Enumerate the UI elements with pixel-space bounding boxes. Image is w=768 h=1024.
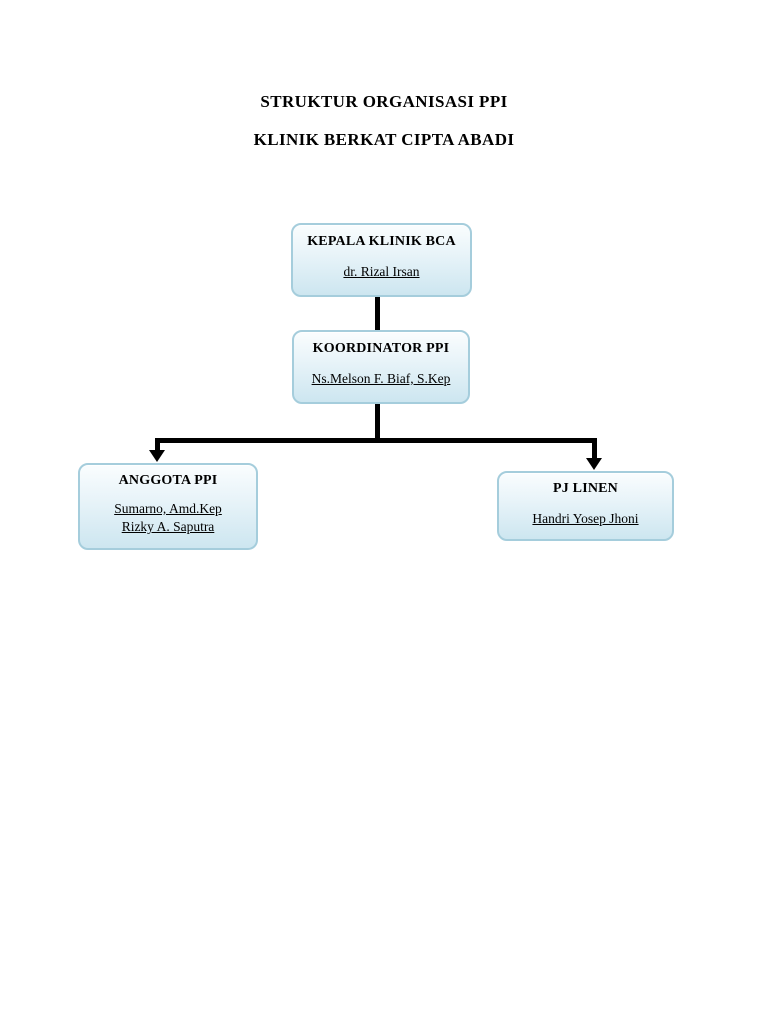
org-node-pj-linen: PJ LINEN Handri Yosep Jhoni — [497, 471, 674, 541]
page-title-line2: KLINIK BERKAT CIPTA ABADI — [253, 130, 515, 149]
org-node-title: ANGGOTA PPI — [118, 473, 218, 488]
org-node-member: dr. Rizal Irsan — [343, 264, 420, 279]
connector-drop-right — [592, 438, 597, 460]
down-arrowhead-icon — [149, 450, 165, 462]
org-node-member: Handri Yosep Jhoni — [532, 511, 639, 526]
connector-horizontal-branch — [155, 438, 597, 443]
org-node-title: KOORDINATOR PPI — [312, 341, 450, 356]
org-node-koordinator-ppi: KOORDINATOR PPI Ns.Melson F. Biaf, S.Kep — [292, 330, 470, 404]
org-node-title: PJ LINEN — [553, 481, 618, 496]
page-title-line1: STRUKTUR ORGANISASI PPI — [260, 92, 508, 111]
org-node-kepala-klinik: KEPALA KLINIK BCA dr. Rizal Irsan — [291, 223, 472, 297]
org-node-member-list: Sumarno, Amd.Kep Rizky A. Saputra — [80, 500, 256, 536]
connector-koordinator-stem — [375, 402, 380, 442]
org-node-member: Sumarno, Amd.Kep — [114, 501, 222, 516]
down-arrowhead-icon — [586, 458, 602, 470]
connector-kepala-to-koordinator — [375, 295, 380, 332]
org-node-member: Rizky A. Saputra — [121, 519, 215, 534]
org-node-title: KEPALA KLINIK BCA — [307, 234, 456, 249]
org-node-anggota-ppi: ANGGOTA PPI Sumarno, Amd.Kep Rizky A. Sa… — [78, 463, 258, 550]
org-node-member: Ns.Melson F. Biaf, S.Kep — [311, 371, 451, 386]
connector-drop-left — [155, 438, 160, 452]
